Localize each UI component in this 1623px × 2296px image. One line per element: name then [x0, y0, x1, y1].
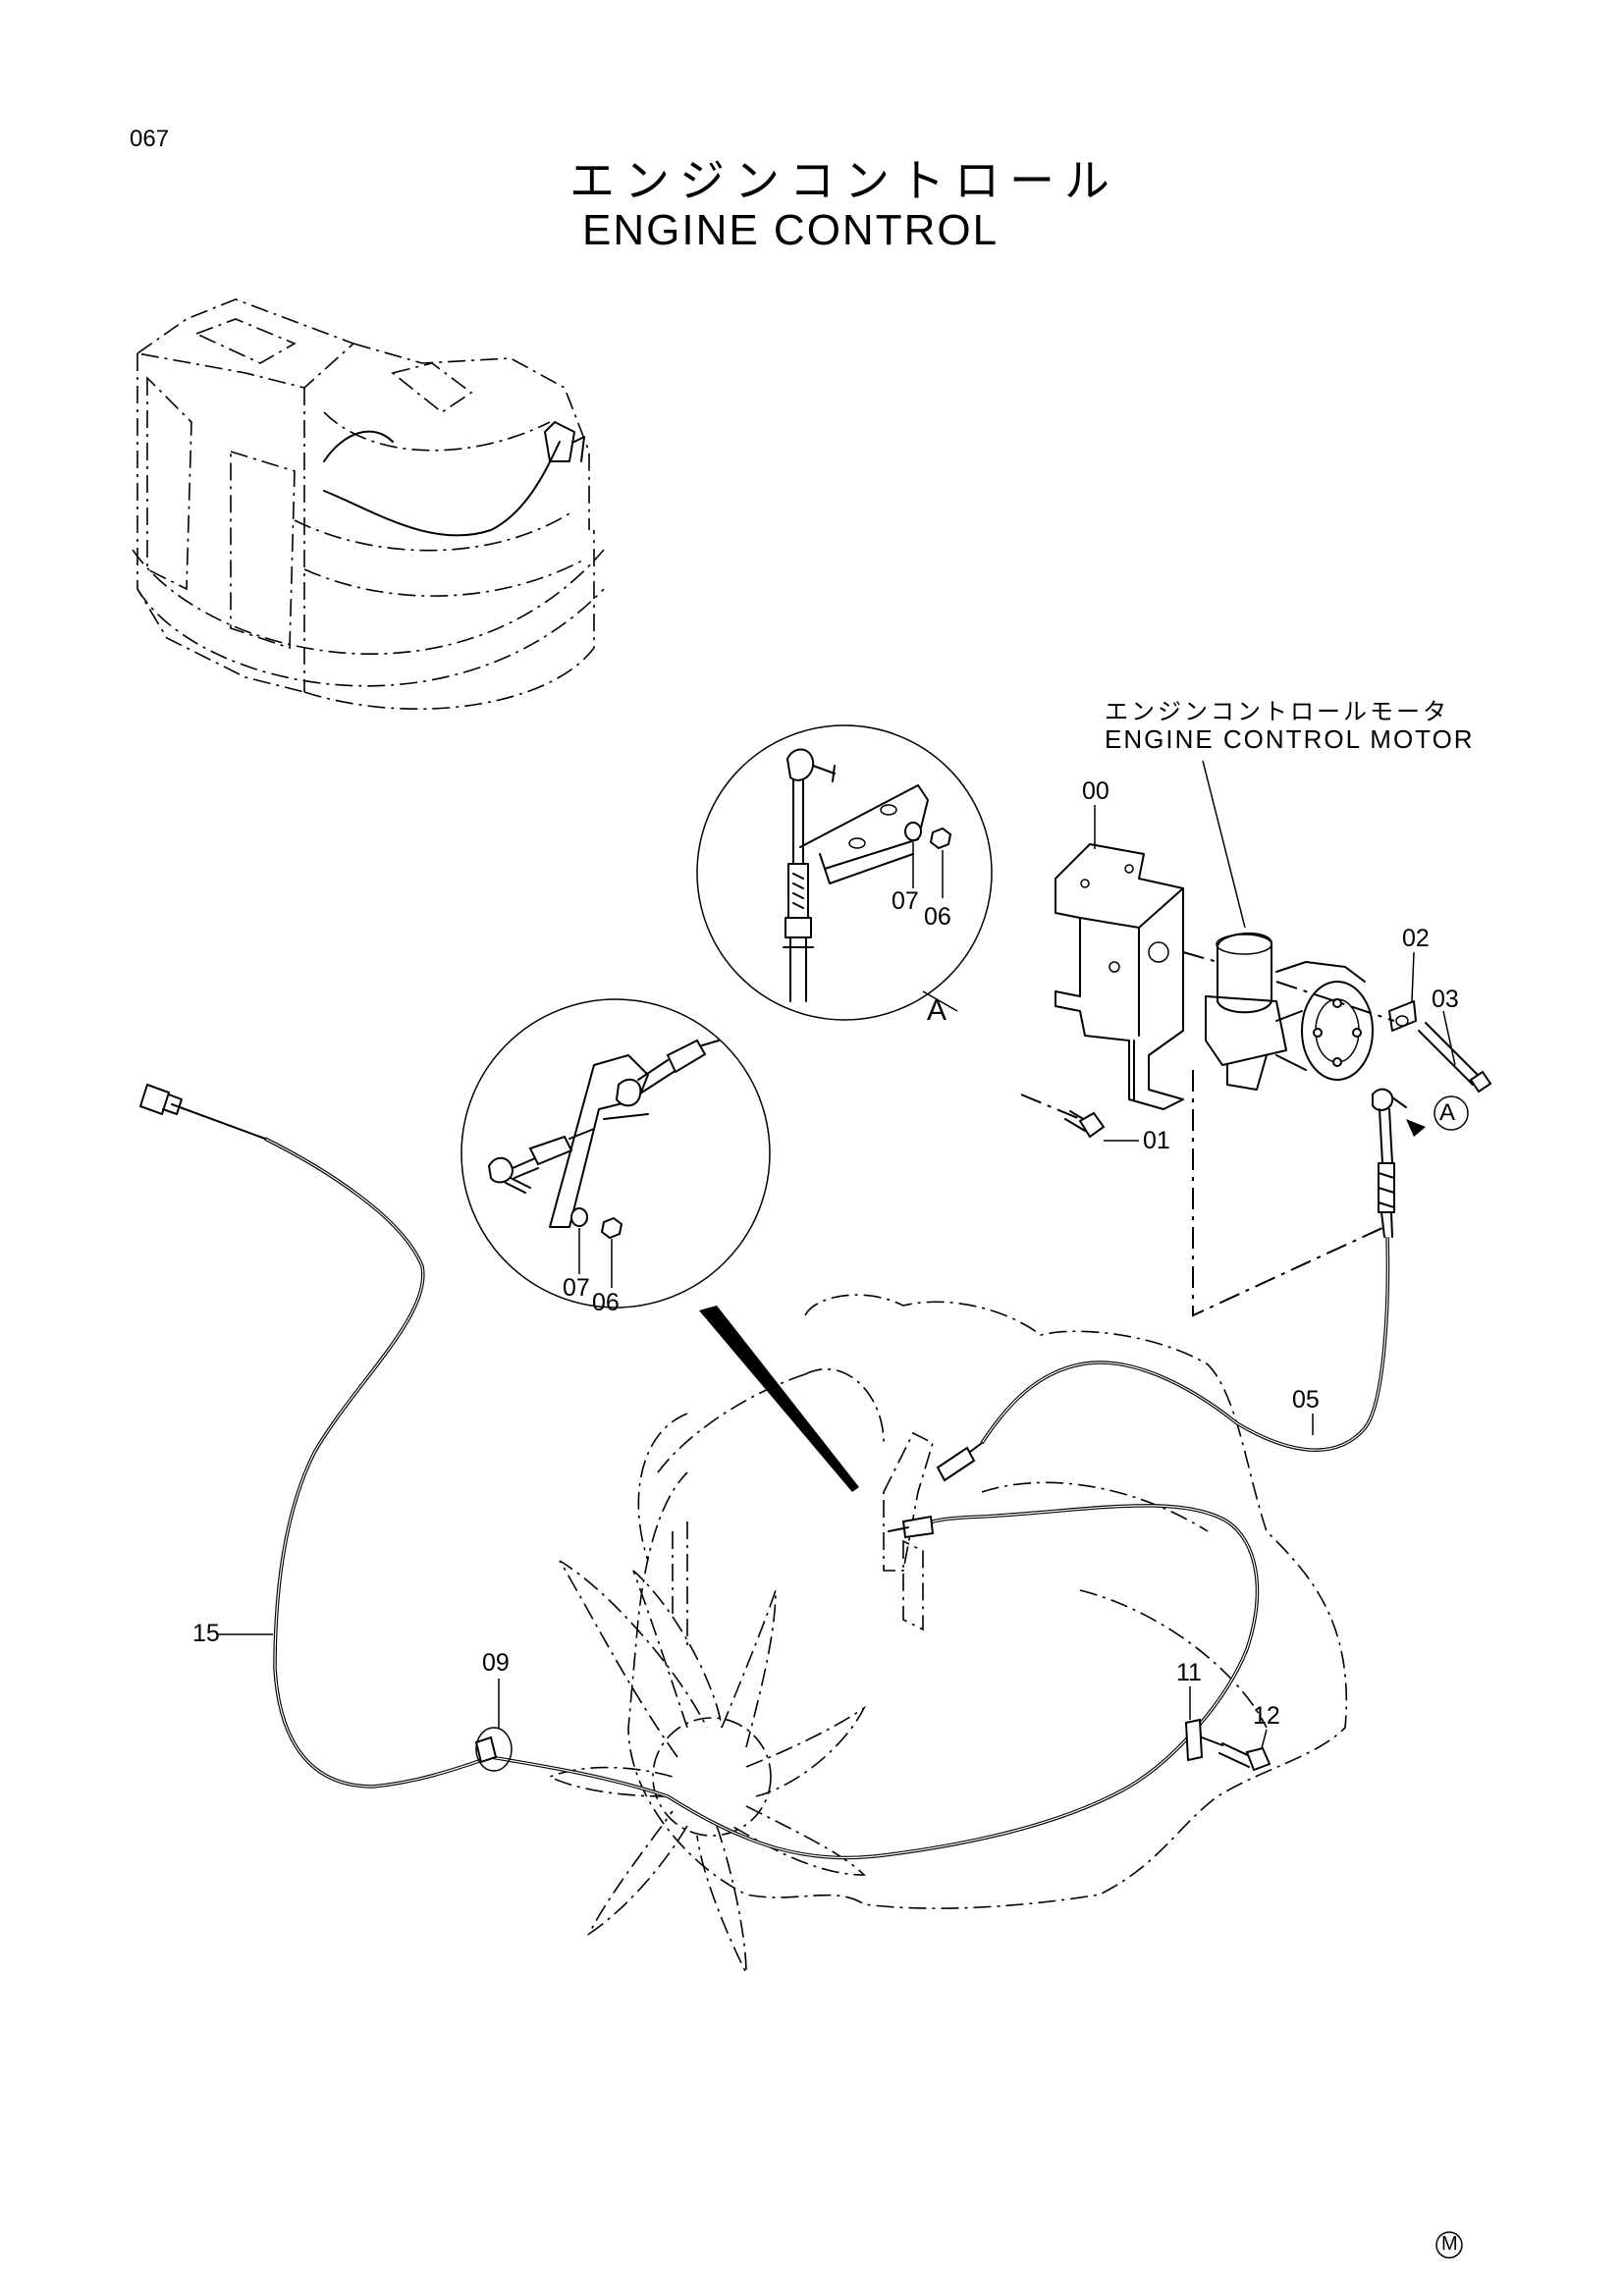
callout-11: 11	[1176, 1659, 1202, 1686]
machine-overview-illustration	[132, 298, 605, 710]
detail-circle-a	[696, 724, 993, 1021]
callout-00: 00	[1082, 777, 1109, 805]
callout-06-detail-a: 06	[924, 903, 951, 931]
engine-ghost-outline	[547, 1294, 1347, 1974]
callout-12: 12	[1253, 1702, 1280, 1730]
callout-05: 05	[1292, 1386, 1320, 1414]
callout-07-detail-b: 07	[563, 1274, 590, 1302]
footer-mark-letter: M	[1441, 2233, 1458, 2255]
callout-15: 15	[192, 1620, 220, 1647]
detail-a-reference-label: A	[1439, 1099, 1456, 1126]
clip-11-bolt-12	[1184, 1686, 1271, 1772]
title-english: ENGINE CONTROL	[582, 206, 1000, 254]
callout-03: 03	[1432, 986, 1459, 1013]
footer-mark-circle	[1435, 2231, 1463, 2259]
engine-control-motor-assembly	[1020, 760, 1492, 1317]
callout-01: 01	[1143, 1127, 1170, 1154]
detail-circle-b	[460, 998, 859, 1492]
clamp-09	[474, 1679, 513, 1772]
cable-15	[138, 1083, 1260, 1860]
title-japanese: エンジンコントロール	[569, 155, 1119, 206]
cable-05	[936, 1236, 1390, 1482]
page-number: 067	[130, 126, 170, 152]
callout-02: 02	[1402, 925, 1430, 952]
callout-09: 09	[482, 1649, 510, 1677]
callout-07-detail-a: 07	[892, 887, 919, 915]
motor-label-japanese: エンジンコントロールモータ	[1105, 699, 1449, 725]
motor-label-english: ENGINE CONTROL MOTOR	[1105, 724, 1475, 754]
callout-06-detail-b: 06	[592, 1289, 620, 1316]
